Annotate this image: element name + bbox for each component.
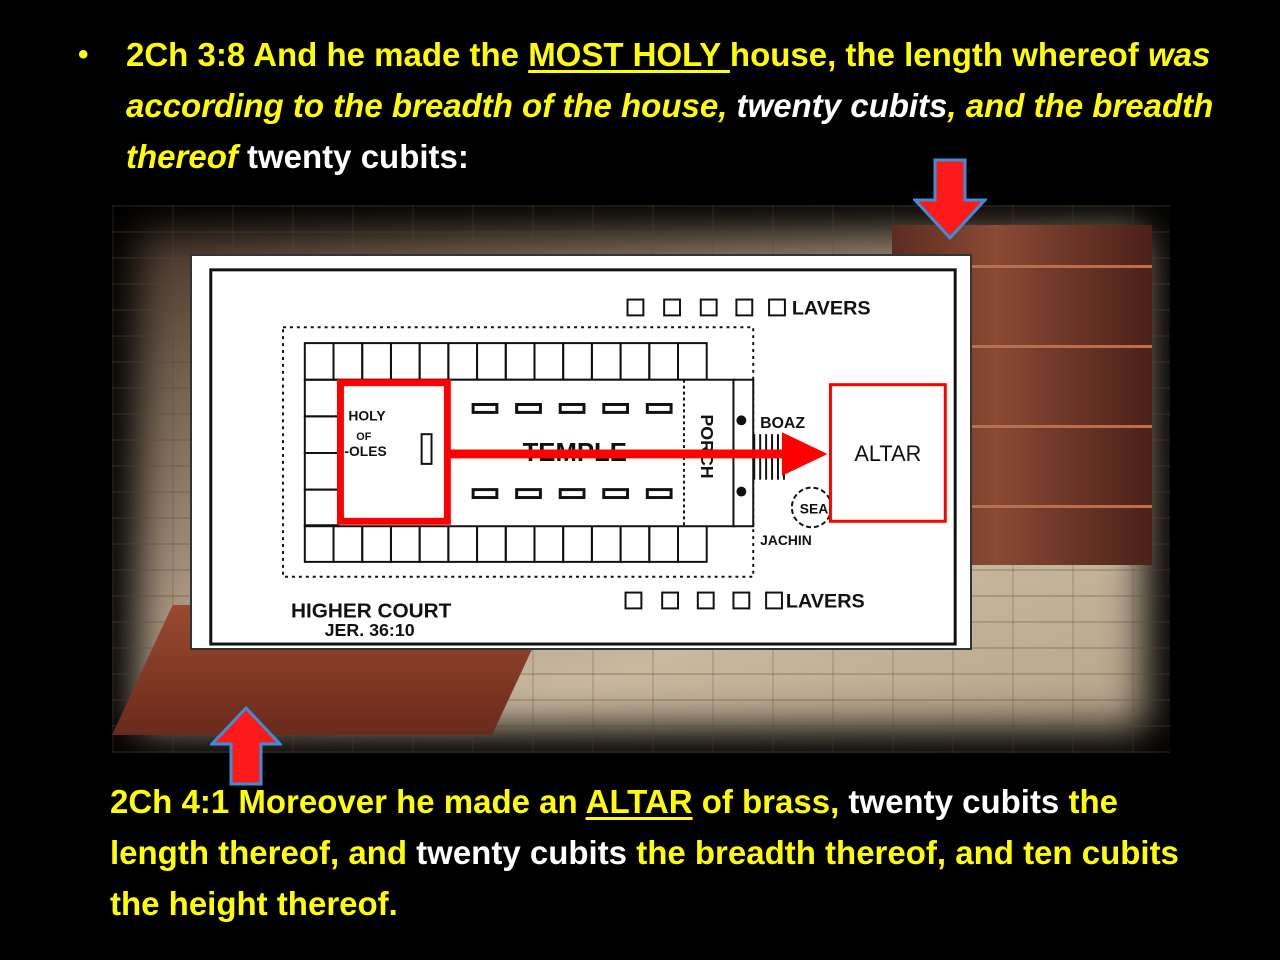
top-verse-white-2: twenty cubits: — [237, 138, 469, 175]
bottom-verse-p6: the breadth thereof, and ten cubits the … — [110, 834, 1179, 922]
chamber-cell — [562, 524, 593, 563]
chamber-cell — [303, 488, 340, 528]
top-verse-white-1: twenty cubits — [727, 87, 948, 124]
sea-label: SEA — [800, 500, 828, 516]
chamber-cell — [619, 342, 651, 381]
jachin-pillar — [736, 486, 747, 497]
chamber-cell — [447, 524, 479, 563]
chamber-cell — [533, 342, 565, 381]
chamber-cell — [504, 342, 536, 381]
chamber-cell — [562, 342, 593, 381]
chamber-cell — [648, 524, 679, 563]
red-connector-arrow-head — [781, 432, 828, 476]
most-holy-highlight-box — [336, 379, 451, 525]
chamber-cell — [418, 524, 450, 563]
chamber-cell — [648, 342, 679, 381]
chamber-cell — [677, 342, 708, 381]
plan-outer-wall — [209, 268, 957, 646]
top-verse-italic: was according to the breadth of the hous… — [126, 36, 1211, 124]
chamber-cell — [361, 524, 392, 563]
jer-reference-label: JER. 36:10 — [325, 620, 415, 640]
chamber-cell — [389, 524, 421, 563]
boaz-pillar — [736, 415, 747, 426]
chamber-cell — [303, 415, 340, 454]
porch-label: PORCH — [697, 414, 717, 478]
building-step — [892, 265, 1152, 268]
chamber-cell — [447, 342, 479, 381]
altar-label: ALTAR — [854, 441, 921, 466]
lavers-bottom-label: LAVERS — [786, 590, 865, 612]
chamber-cell — [590, 524, 622, 563]
red-arrow-down-icon — [913, 158, 987, 240]
red-arrow-up-icon — [210, 706, 282, 786]
altar-underlined: ALTAR — [585, 783, 693, 820]
chamber-cell — [361, 342, 392, 381]
chamber-cell — [418, 342, 450, 381]
top-verse-p1: house, the length whereof — [729, 36, 1148, 73]
bullet-point: • — [78, 38, 89, 71]
most-holy-underlined: MOST HOLY — [528, 36, 730, 73]
bottom-verse-ref: 2Ch 4:1 Moreover he made an — [110, 783, 586, 820]
chamber-cell — [303, 378, 340, 418]
altar-highlight-box — [828, 383, 947, 523]
holy-label-line2: OF — [356, 431, 371, 443]
bottom-verse-p2: of brass, — [692, 783, 849, 820]
chamber-cell — [332, 342, 364, 381]
top-verse-p4: , and the breadth thereof — [126, 87, 1214, 175]
chamber-cell — [303, 342, 335, 381]
side-chambers — [303, 342, 708, 563]
higher-court-label: HIGHER COURT — [291, 599, 452, 622]
holy-label-line1: HOLY — [348, 407, 386, 423]
boaz-label: BOAZ — [760, 415, 805, 432]
chamber-cell — [504, 524, 536, 563]
lavers-top-group — [626, 298, 786, 317]
chamber-cell — [303, 524, 335, 563]
candlesticks-top — [471, 403, 673, 414]
temple-floor-plan: LAVERS LAVERS TEMPLE PORCH BOAZ JACHIN S… — [190, 254, 972, 650]
jachin-label: JACHIN — [760, 532, 812, 548]
bottom-verse-white-2: twenty cubits — [416, 834, 637, 871]
chamber-cell — [389, 342, 421, 381]
building-step — [892, 345, 1152, 348]
bottom-verse-p4: the length thereof, and — [110, 783, 1118, 871]
building-step — [892, 505, 1152, 508]
chamber-cell — [619, 524, 651, 563]
ark-box — [420, 433, 433, 465]
bottom-verse-white-1: twenty cubits — [848, 783, 1069, 820]
top-verse-ref: 2Ch 3:8 And he made the — [126, 36, 529, 73]
top-verse-text: 2Ch 3:8 And he made the MOST HOLY house,… — [126, 29, 1226, 182]
candlesticks-bottom — [471, 488, 673, 500]
chamber-cell — [677, 524, 708, 563]
holy-label-line3: -OLES — [344, 443, 386, 459]
building-step — [892, 425, 1152, 428]
lavers-bottom-group — [624, 591, 783, 610]
chamber-cell — [476, 342, 507, 381]
chamber-cell — [590, 342, 622, 381]
lavers-top-label: LAVERS — [792, 297, 871, 319]
chamber-cell — [533, 524, 565, 563]
chamber-cell — [303, 452, 340, 491]
chamber-cell — [476, 524, 507, 563]
chamber-cell — [332, 524, 364, 563]
bottom-verse-text: 2Ch 4:1 Moreover he made an ALTAR of bra… — [110, 776, 1210, 929]
